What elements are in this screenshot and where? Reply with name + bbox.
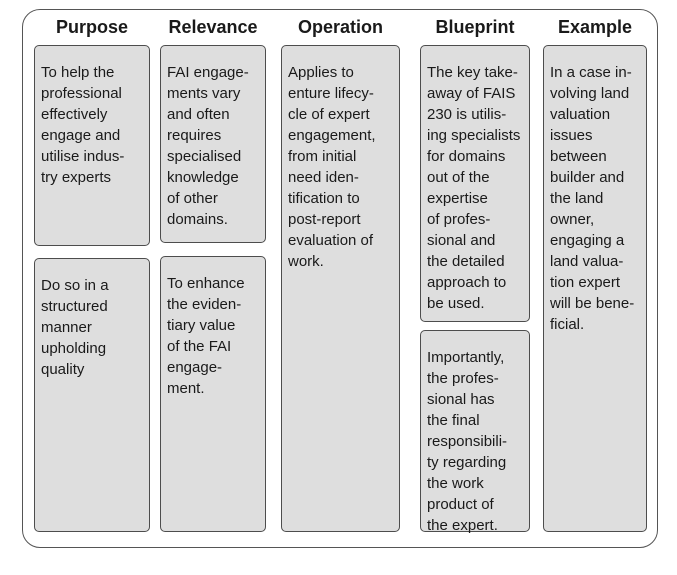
column-title-purpose: Purpose	[55, 17, 129, 37]
relevance-box-1: FAI engage- ments vary and often require…	[160, 45, 266, 243]
purpose-box-2: Do so in a structured manner upholding q…	[34, 258, 150, 532]
operation-box-1: Applies to enture lifecy- cle of expert …	[281, 45, 400, 532]
purpose-box-1: To help the professional effectively eng…	[34, 45, 150, 246]
relevance-box-2: To enhance the eviden- tiary value of th…	[160, 256, 266, 532]
blueprint-box-2: Importantly, the profes- sional has the …	[420, 330, 530, 534]
column-title-operation: Operation	[297, 17, 383, 37]
column-title-blueprint: Blueprint	[435, 17, 515, 37]
column-title-relevance: Relevance	[168, 17, 258, 37]
blueprint-box-1: The key take- away of FAIS 230 is utilis…	[420, 45, 530, 322]
example-box-1: In a case in- volving land valuation iss…	[543, 45, 647, 532]
column-title-example: Example	[557, 17, 633, 37]
